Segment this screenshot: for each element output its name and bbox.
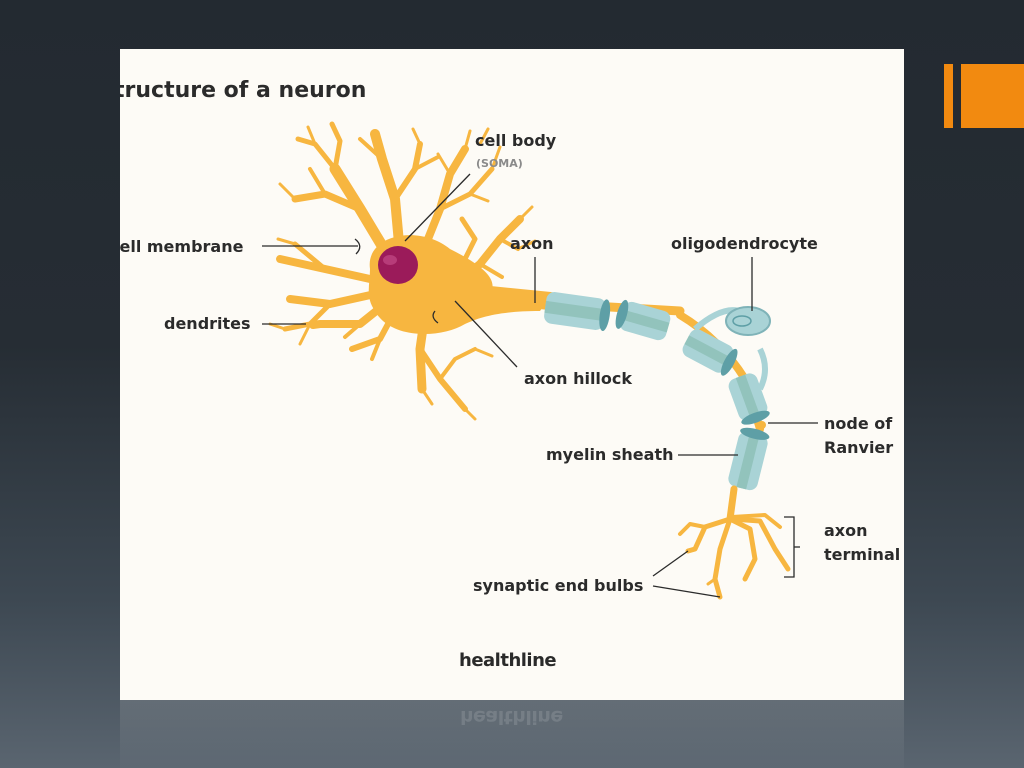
label-axon: axon [510, 234, 554, 253]
label-cell-membrane: cell membrane [120, 237, 244, 256]
axon-terminal-shape [678, 485, 791, 600]
label-axon-hillock: axon hillock [524, 369, 632, 388]
oligodendrocyte-shape [693, 306, 771, 391]
nucleus-shape [378, 246, 418, 284]
reflection-logo: healthline [460, 706, 563, 728]
myelin-sheath-segments [544, 292, 770, 491]
image-reflection: healthline [120, 700, 904, 768]
label-soma: (SOMA) [476, 157, 523, 170]
label-oligodendrocyte: oligodendrocyte [671, 234, 818, 253]
neuron-diagram-image: tructure of a neuron [120, 49, 904, 700]
label-synaptic-end-bulbs: synaptic end bulbs [473, 576, 643, 595]
label-dendrites: dendrites [164, 314, 251, 333]
healthline-logo: healthline [459, 650, 556, 671]
diagram-title: tructure of a neuron [120, 78, 366, 103]
label-cell-body: cell body [475, 131, 557, 150]
label-node-of-ranvier-2: Ranvier [824, 438, 893, 457]
leader-lines [262, 173, 818, 598]
label-myelin-sheath: myelin sheath [546, 445, 673, 464]
label-axon-terminal-2: terminal [824, 545, 900, 564]
neuron-illustration [268, 121, 791, 600]
label-node-of-ranvier-1: node of [824, 414, 893, 433]
label-axon-terminal-1: axon [824, 521, 868, 540]
accent-bar-thin [944, 64, 953, 128]
accent-bar-wide [961, 64, 1024, 128]
